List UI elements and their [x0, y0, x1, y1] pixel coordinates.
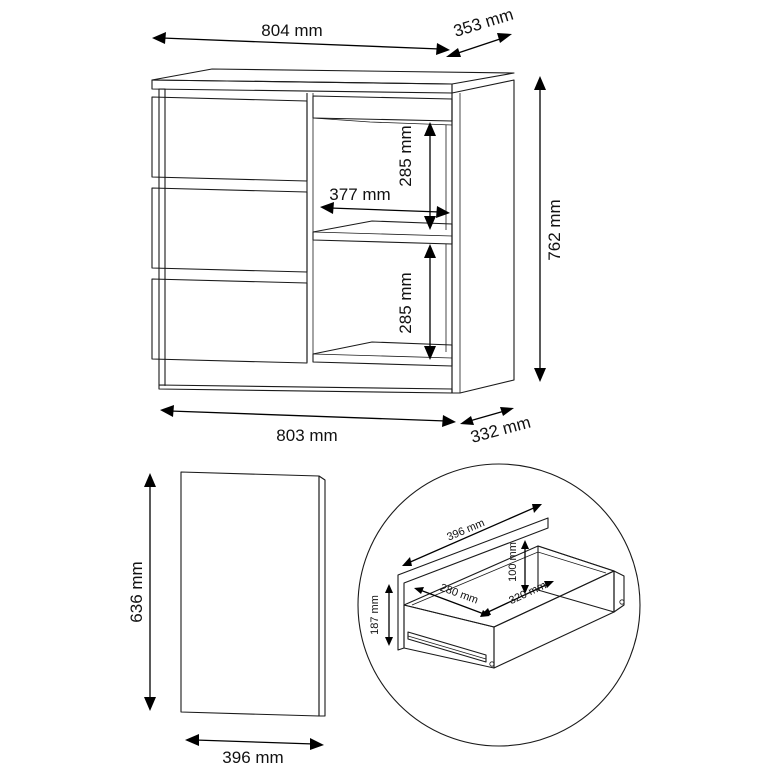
dresser-drawing: [151, 68, 515, 394]
drawer-front-3: [151, 278, 308, 364]
top-rail: [312, 95, 453, 122]
drawer-front-2: [151, 187, 308, 273]
label-top-width: 804 mm: [261, 21, 322, 40]
drawer-detail-dimensions: [385, 504, 554, 646]
label-drawer-front-height: 187 mm: [369, 595, 381, 635]
front-panel: [180, 471, 320, 717]
drawer-detail-box-front: [403, 604, 495, 669]
label-shelf-upper-height: 285 mm: [396, 125, 415, 186]
dresser-top-board: [151, 68, 515, 85]
label-front-height: 636 mm: [127, 561, 146, 622]
front-panel-drawing: [180, 471, 326, 717]
dresser-left-side: [158, 88, 166, 386]
drawer-detail-callout: [357, 463, 641, 747]
drawer-runner: [407, 631, 487, 663]
label-drawer-length: 396 mm: [445, 517, 486, 544]
drawer-detail-box-right: [493, 570, 615, 669]
label-bottom-width: 803 mm: [276, 426, 337, 445]
bottom-shelf: [312, 341, 453, 367]
label-drawer-side-height: 100 mm: [507, 542, 519, 582]
detail-circle: [357, 463, 641, 747]
dresser-dimensions: [152, 32, 546, 427]
label-shelf-width: 377 mm: [329, 185, 390, 204]
label-front-width: 396 mm: [222, 748, 283, 767]
label-bottom-depth: 332 mm: [468, 413, 532, 447]
dresser-top-board-edge: [151, 79, 453, 94]
drawer-front-1: [151, 96, 308, 182]
label-height: 762 mm: [545, 199, 564, 260]
dresser-right-side: [451, 79, 515, 394]
label-shelf-lower-height: 285 mm: [396, 272, 415, 333]
middle-shelf: [312, 220, 453, 245]
front-panel-edge: [318, 475, 326, 717]
dresser-bottom-plinth: [158, 384, 453, 394]
label-drawer-inner-depth: 320 mm: [507, 579, 548, 607]
front-panel-dimensions: [144, 473, 324, 750]
